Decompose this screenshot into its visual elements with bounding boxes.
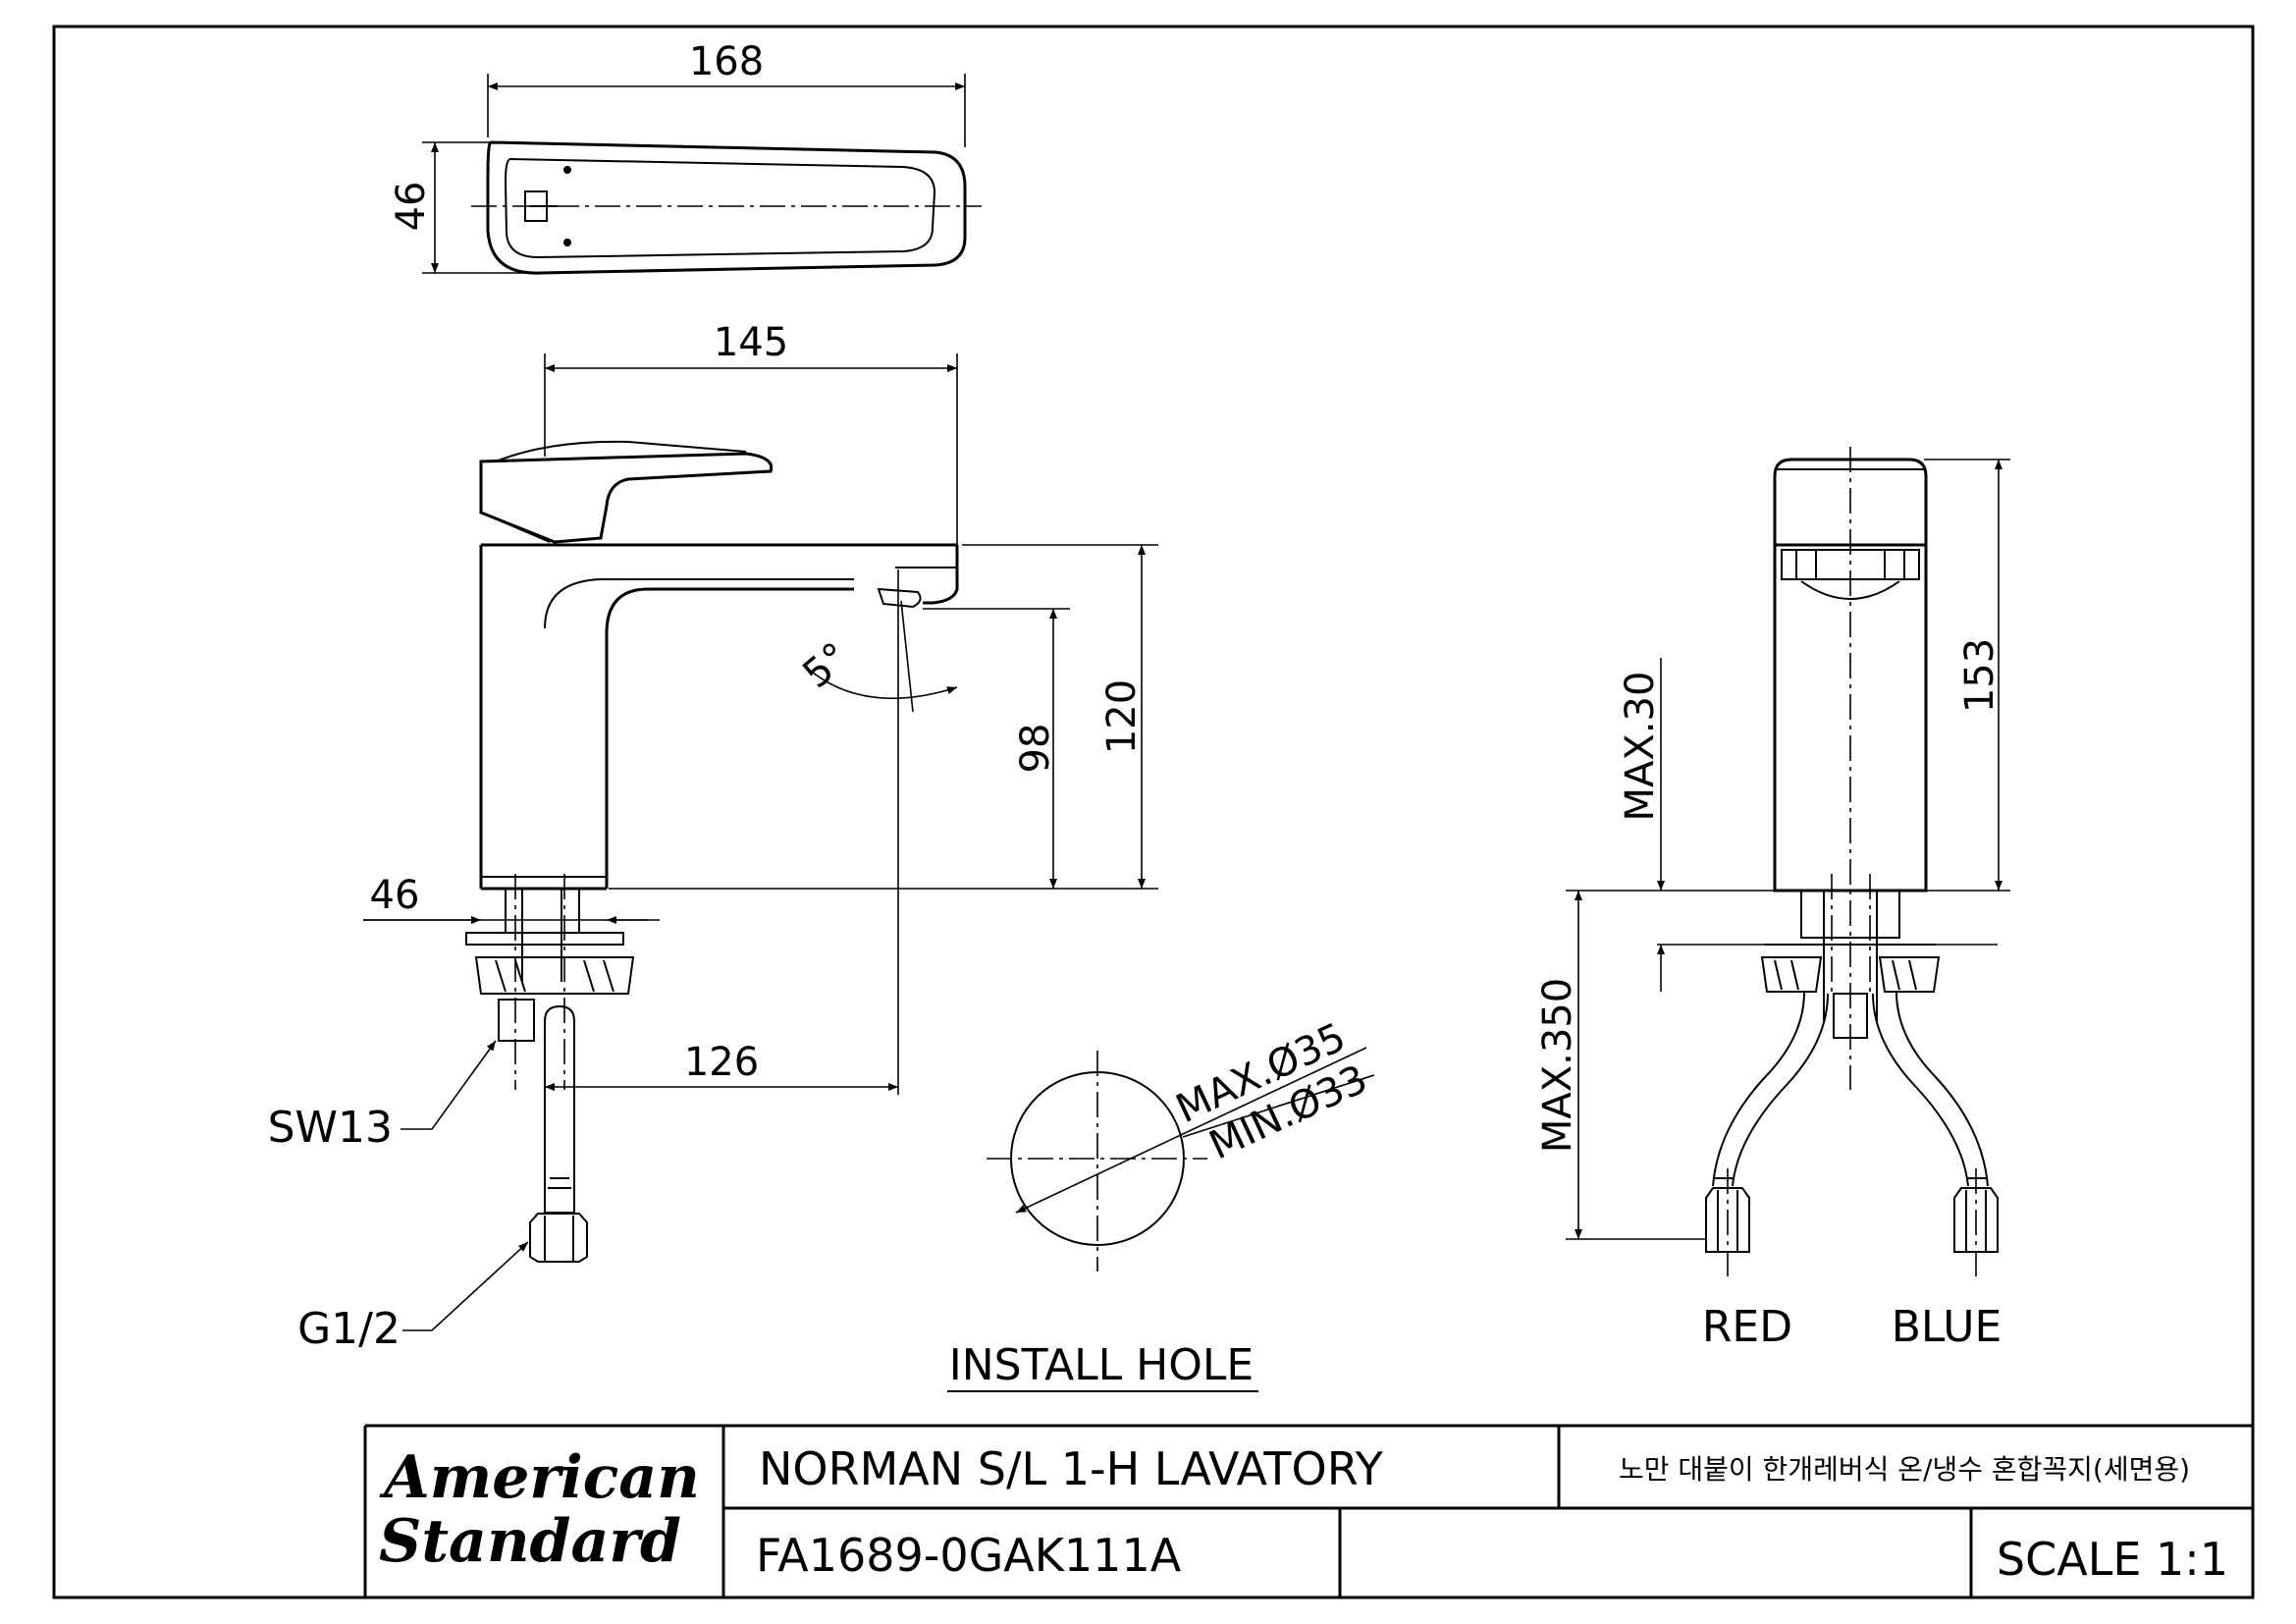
model-code: FA1689-0GAK111A [756, 1529, 1182, 1582]
drawing-border [52, 25, 2255, 1599]
label-wrench-size: SW13 [268, 1103, 393, 1153]
label-thread: G1/2 [297, 1304, 400, 1354]
dim-max-deck: MAX.30 [1618, 672, 1663, 822]
label-install-hole: INSTALL HOLE [949, 1340, 1254, 1390]
side-view: 145 98 120 5° 46 126 SW13 G1/2 [268, 320, 1158, 1354]
dim-base-width: 46 [370, 873, 420, 918]
top-view: 168 46 [389, 39, 982, 275]
brand-logo-line2: Standard [379, 1507, 681, 1576]
install-hole-detail: MAX.Ø35 MIN.Ø33 INSTALL HOLE [947, 1014, 1375, 1392]
front-view: 153 MAX.30 MAX.350 RED BLUE [1535, 447, 2010, 1352]
label-red-hot: RED [1702, 1302, 1792, 1352]
dim-body-height: 120 [1099, 679, 1145, 754]
dim-front-height: 153 [1957, 638, 2002, 713]
dim-hole-to-outlet: 126 [684, 1040, 759, 1085]
dim-max-hose: MAX.350 [1535, 978, 1580, 1153]
drawing-scale: SCALE 1:1 [1997, 1533, 2228, 1586]
brand-logo-line1: American [379, 1443, 700, 1512]
product-name: NORMAN S/L 1-H LAVATORY [759, 1442, 1384, 1495]
label-blue-cold: BLUE [1892, 1302, 2002, 1352]
dim-spout-angle: 5° [794, 634, 857, 697]
dim-spout-height: 98 [1013, 724, 1058, 774]
title-block: American Standard NORMAN S/L 1-H LAVATOR… [363, 1424, 2253, 1597]
dim-top-width: 168 [689, 39, 764, 84]
dim-side-length: 145 [714, 320, 788, 365]
dim-top-height: 46 [389, 182, 434, 232]
product-name-korean: 노만 대붙이 한개레버식 온/냉수 혼합꼭지(세면용) [1619, 1453, 2190, 1486]
